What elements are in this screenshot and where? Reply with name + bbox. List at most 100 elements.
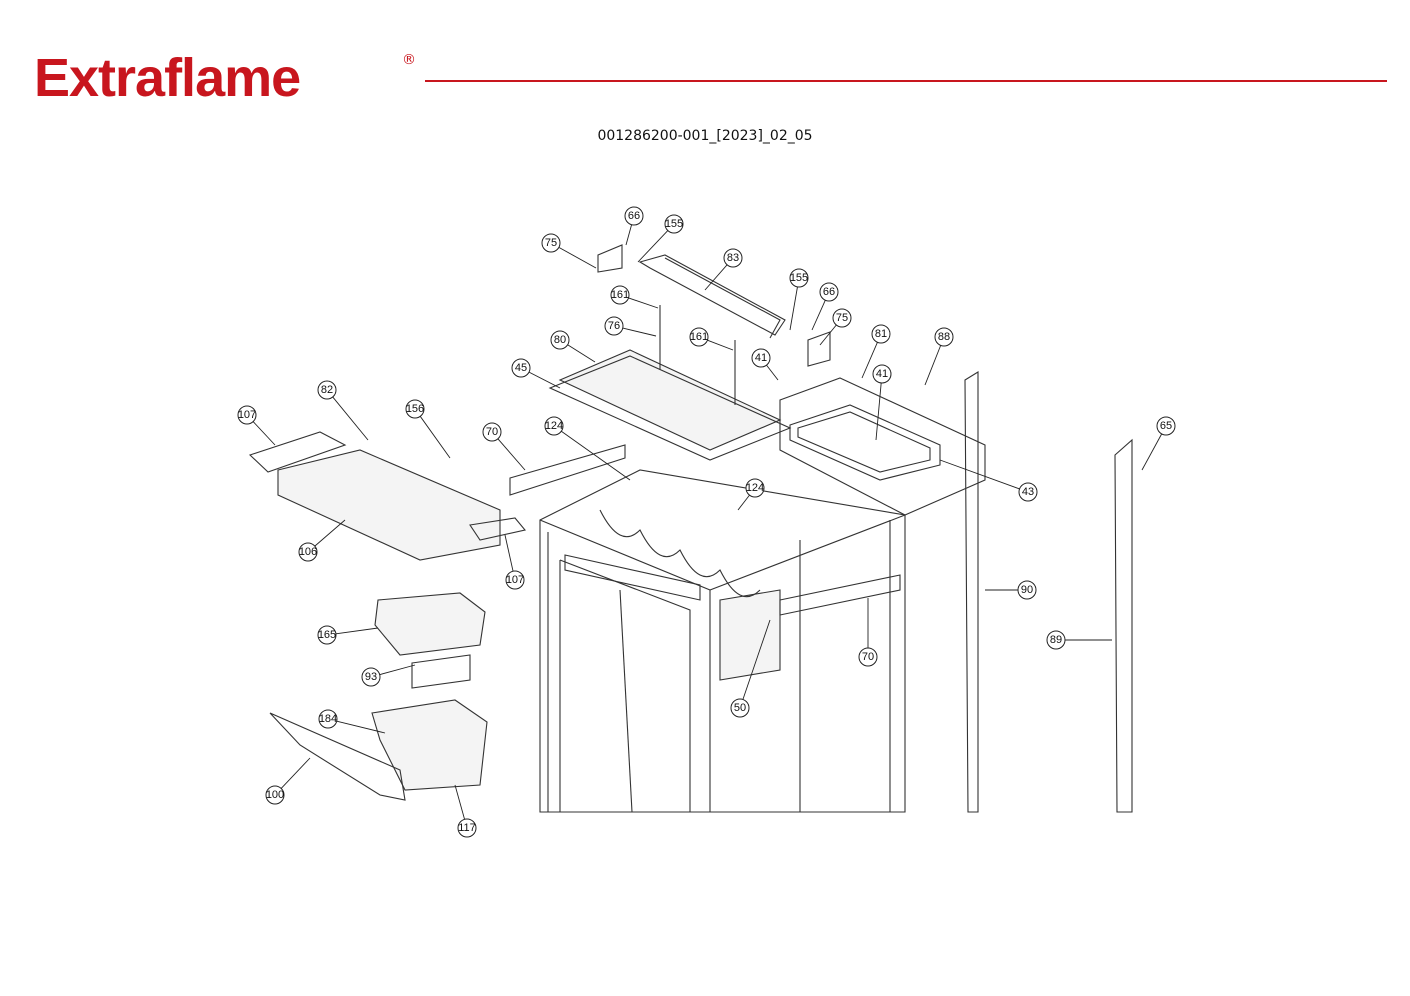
leader-line [280, 757, 311, 789]
callout-label: 65 [1160, 420, 1172, 432]
callout-circle [624, 206, 644, 226]
leader-line [567, 344, 596, 363]
callout-label: 75 [836, 312, 848, 324]
callout-43: 43 [939, 459, 1038, 502]
leader-line [707, 339, 734, 351]
leader-line [504, 534, 514, 572]
callout-circle [1156, 416, 1176, 436]
leader-line [819, 324, 837, 346]
callout-label: 70 [486, 426, 498, 438]
callout-circle [858, 647, 878, 667]
callout-label: 124 [545, 420, 563, 432]
callout-label: 90 [1021, 584, 1033, 596]
callout-45: 45 [511, 358, 561, 389]
callout-label: 165 [318, 629, 336, 641]
callout-circle [1046, 630, 1066, 650]
leader-line [789, 286, 798, 331]
brand-logo: Extraflame ® [34, 48, 416, 108]
leader-line [419, 416, 451, 459]
callout-label: 83 [727, 252, 739, 264]
callout-circle [819, 282, 839, 302]
leader-line [737, 494, 750, 511]
leader-line [861, 342, 878, 379]
callout-circle [457, 818, 477, 838]
callout-156: 156 [405, 399, 451, 459]
callout-76: 76 [604, 316, 657, 337]
callout-circle [689, 327, 709, 347]
callout-81: 81 [861, 324, 891, 379]
leader-line [766, 364, 779, 381]
callout-circle [298, 542, 318, 562]
leader-line [742, 619, 771, 700]
stove-body [248, 244, 1133, 813]
callout-label: 106 [299, 546, 317, 558]
leader-line [454, 784, 466, 820]
callout-label: 50 [734, 702, 746, 714]
callout-circle [789, 268, 809, 288]
callout-165: 165 [317, 625, 379, 645]
callout-107: 107 [504, 534, 525, 590]
leader-line [528, 371, 561, 389]
callout-107: 107 [237, 405, 276, 446]
callout-50: 50 [730, 619, 771, 718]
callout-circle [361, 667, 381, 687]
callout-circle [550, 330, 570, 350]
leader-line [875, 382, 882, 441]
callout-label: 45 [515, 362, 527, 374]
callout-161: 161 [610, 285, 659, 309]
callout-66: 66 [811, 282, 839, 331]
leader-line [924, 345, 942, 386]
callout-90: 90 [985, 580, 1037, 600]
callout-124: 124 [544, 416, 631, 481]
callout-89: 89 [1046, 630, 1112, 650]
callout-83: 83 [704, 248, 743, 291]
callout-label: 161 [690, 331, 708, 343]
callout-label: 117 [458, 822, 476, 834]
callout-label: 66 [823, 286, 835, 298]
callout-circle [544, 416, 564, 436]
leader-line [637, 230, 669, 263]
callout-label: 41 [876, 368, 888, 380]
callout-label: 81 [875, 328, 887, 340]
callout-label: 82 [321, 384, 333, 396]
callout-circle [482, 422, 502, 442]
callout-label: 156 [406, 403, 424, 415]
callout-circle [317, 625, 337, 645]
callout-circle [1018, 482, 1038, 502]
callout-41: 41 [872, 364, 892, 441]
registered-mark: ® [402, 52, 416, 68]
callout-circle [237, 405, 257, 425]
header-divider [425, 80, 1387, 82]
callout-41: 41 [751, 348, 779, 381]
callout-circle [541, 233, 561, 253]
callout-75: 75 [541, 233, 597, 269]
callout-label: 184 [319, 713, 337, 725]
leader-line [561, 430, 631, 481]
callout-label: 66 [628, 210, 640, 222]
leader-line [622, 327, 657, 337]
callout-circle [317, 380, 337, 400]
callout-161: 161 [689, 327, 734, 351]
callout-82: 82 [317, 380, 369, 441]
callout-circle [664, 214, 684, 234]
callout-label: 70 [862, 651, 874, 663]
leader-line [811, 300, 826, 331]
leader-line [497, 438, 526, 471]
leader-line [558, 246, 597, 269]
callout-184: 184 [318, 709, 386, 734]
callout-label: 76 [608, 320, 620, 332]
callout-circle [730, 698, 750, 718]
callout-label: 89 [1050, 634, 1062, 646]
brand-logo-text: Extraflame [34, 48, 301, 108]
callout-circle [405, 399, 425, 419]
callout-label: 93 [365, 671, 377, 683]
callout-70: 70 [858, 598, 878, 667]
callout-label: 43 [1022, 486, 1034, 498]
callout-circle [832, 308, 852, 328]
callout-circle [723, 248, 743, 268]
callout-circle [604, 316, 624, 336]
leader-line [704, 264, 728, 291]
callout-circle [505, 570, 525, 590]
